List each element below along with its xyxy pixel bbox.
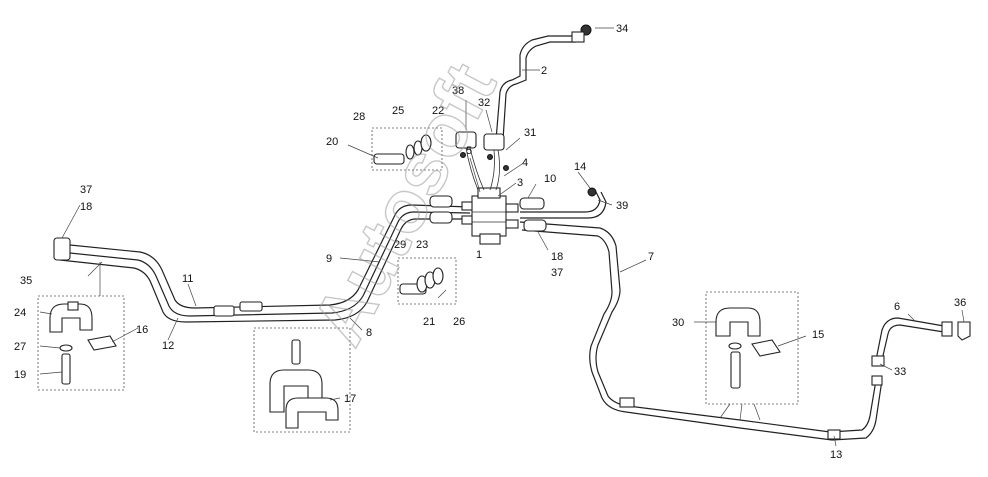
- leader-lines: [39, 27, 965, 447]
- callout-15: 15: [812, 329, 824, 341]
- proportioning-valve: [461, 187, 519, 245]
- tube-6: [875, 317, 945, 361]
- callout-19: 19: [14, 369, 26, 381]
- callout-14: 14: [574, 161, 586, 173]
- fitting-33a: [871, 355, 885, 367]
- clamp-group-right: [705, 291, 799, 405]
- callout-31: 31: [524, 127, 536, 139]
- tube-2-inner: [502, 41, 576, 141]
- sleeve-18: [523, 219, 547, 232]
- callout-3: 3: [517, 177, 523, 189]
- callout-23: 23: [416, 239, 428, 251]
- sleeve-10: [519, 197, 545, 210]
- clamp-17a: [269, 369, 323, 413]
- callout-4: 4: [522, 157, 528, 169]
- callout-12: 12: [162, 340, 174, 352]
- callout-18-left: 18: [80, 201, 92, 213]
- callout-10: 10: [544, 173, 556, 185]
- callout-37-left: 37: [80, 184, 92, 196]
- callout-9: 9: [326, 253, 332, 265]
- callout-20: 20: [326, 136, 338, 148]
- callout-5: 5: [466, 145, 472, 157]
- callout-28: 28: [353, 111, 365, 123]
- tube-14-inner: [520, 191, 607, 219]
- callout-32: 32: [478, 97, 490, 109]
- callout-24: 24: [14, 307, 26, 319]
- tube-16: [59, 218, 468, 323]
- callout-6: 6: [894, 301, 900, 313]
- tube-12: [59, 211, 471, 317]
- valve-body: [471, 195, 507, 237]
- callout-29: 29: [394, 239, 406, 251]
- callout-21: 21: [423, 316, 435, 328]
- callout-27: 27: [14, 341, 26, 353]
- fitting-33b: [871, 375, 883, 386]
- bolt-assembly-top: [371, 127, 443, 171]
- clamp-17b: [285, 397, 339, 429]
- tube-14: [520, 191, 601, 213]
- fittings: [37, 24, 971, 440]
- tube-2: [495, 35, 576, 141]
- callout-11: 11: [182, 273, 193, 285]
- pad-16: [87, 335, 117, 351]
- union-tube-13: [619, 397, 635, 408]
- pad-15: [751, 339, 781, 357]
- callout-34: 34: [616, 23, 628, 35]
- callout-33: 33: [894, 366, 906, 378]
- callout-22: 22: [432, 105, 444, 117]
- callout-7: 7: [648, 251, 654, 263]
- washer-25a: [405, 144, 415, 160]
- callout-labels: 34 2 38 32 31 4 3 5 25 22 28 20 14 10 39…: [14, 23, 966, 461]
- nut-34: [571, 31, 585, 43]
- bolt-28: [373, 153, 405, 165]
- fitting-36: [957, 321, 971, 341]
- union-tube-13-right: [827, 429, 841, 440]
- callout-25: 25: [392, 105, 404, 117]
- bolt-30: [730, 351, 741, 389]
- callout-1: 1: [476, 249, 482, 261]
- tube-7: [519, 221, 877, 433]
- bolt-assembly-bottom: [397, 257, 457, 305]
- callout-37-center: 37: [551, 267, 563, 279]
- callout-30: 30: [672, 317, 684, 329]
- callout-8: 8: [366, 327, 372, 339]
- switch-32: [483, 133, 505, 151]
- union-tube-11: [239, 301, 263, 312]
- fitting-18-left: [53, 237, 71, 261]
- clamp-30: [715, 307, 761, 337]
- callout-13: 13: [830, 449, 842, 461]
- callout-2: 2: [541, 65, 547, 77]
- clamp-group-bottom: [253, 327, 351, 433]
- callout-39: 39: [616, 200, 628, 212]
- washer-27: [59, 344, 73, 352]
- valve-top: [477, 187, 501, 199]
- callout-26: 26: [453, 316, 465, 328]
- sleeve-upper: [429, 195, 453, 208]
- tube-13: [521, 229, 883, 441]
- brake-tubes: [59, 35, 945, 441]
- washer-23b: [432, 267, 444, 285]
- valve-bottom: [479, 233, 501, 245]
- nut-36: [941, 321, 953, 337]
- sleeve-lower: [429, 211, 453, 224]
- bolt-19: [61, 353, 71, 385]
- union-tube-12: [213, 305, 235, 317]
- bolt-17: [291, 339, 301, 365]
- callout-35: 35: [20, 275, 32, 287]
- callout-17: 17: [344, 393, 356, 405]
- callout-16: 16: [136, 324, 148, 336]
- callout-36: 36: [954, 297, 966, 309]
- clamp-24: [49, 303, 93, 333]
- callout-38: 38: [452, 85, 464, 97]
- fitting-39: [587, 187, 597, 197]
- callout-18-center: 18: [551, 251, 563, 263]
- washer-22: [420, 134, 432, 152]
- tube-6-inner: [881, 324, 945, 361]
- clamp-group-left: [37, 295, 125, 391]
